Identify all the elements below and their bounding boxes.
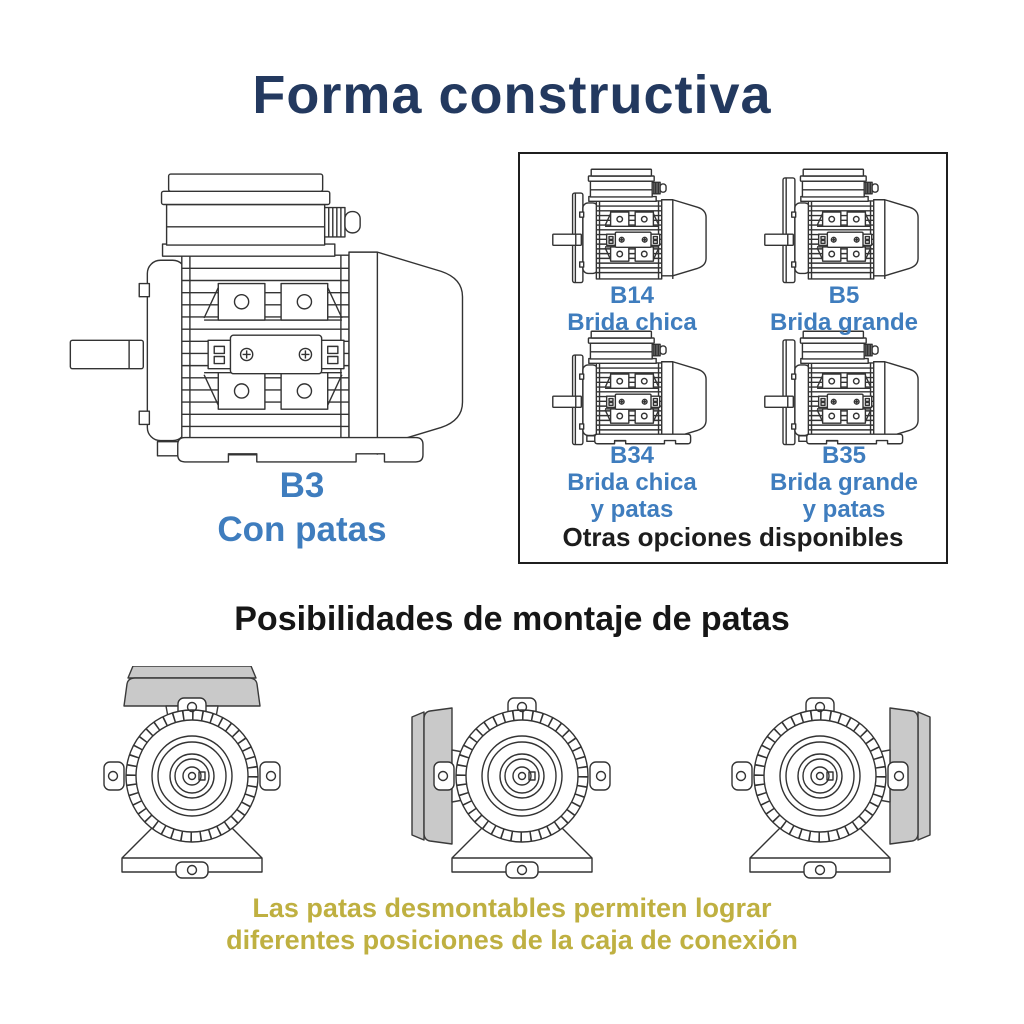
motor-front-view-box-right [700, 666, 931, 891]
label-b5: B5 Brida grande [769, 282, 919, 336]
options-box: B14 Brida chica B5 Brida grande B34 Brid… [518, 152, 948, 564]
motor-side-view-b3-drawing [69, 173, 464, 463]
motor-b35-drawing [764, 330, 919, 445]
motor-feet [156, 436, 424, 463]
feet-note-line1: Las patas desmontables permiten lograr [252, 893, 772, 923]
feet-note-line2: diferentes posiciones de la caja de cone… [226, 925, 798, 955]
main-motor-mount: Con patas [217, 510, 387, 549]
label-b14: B14 Brida chica [567, 282, 697, 336]
motor-b34-drawing [552, 330, 707, 445]
motor-b5-drawing [764, 168, 919, 283]
feet-note: Las patas desmontables permiten lograr d… [0, 892, 1024, 956]
motor-body [69, 173, 464, 456]
mounting-heading: Posibilidades de montaje de patas [234, 600, 790, 638]
motor-b14-drawing [552, 168, 707, 283]
label-b35: B35 Brida grande y patas [769, 442, 919, 523]
page-title: Forma constructiva [252, 65, 772, 125]
label-b34: B34 Brida chica y patas [567, 442, 697, 523]
motor-front-view-box-left [411, 666, 642, 891]
main-motor-label: B3 Con patas [152, 464, 452, 552]
motor-front-view-box-top [72, 666, 312, 891]
main-motor-code: B3 [279, 466, 325, 505]
options-box-footer: Otras opciones disponibles [562, 522, 904, 552]
